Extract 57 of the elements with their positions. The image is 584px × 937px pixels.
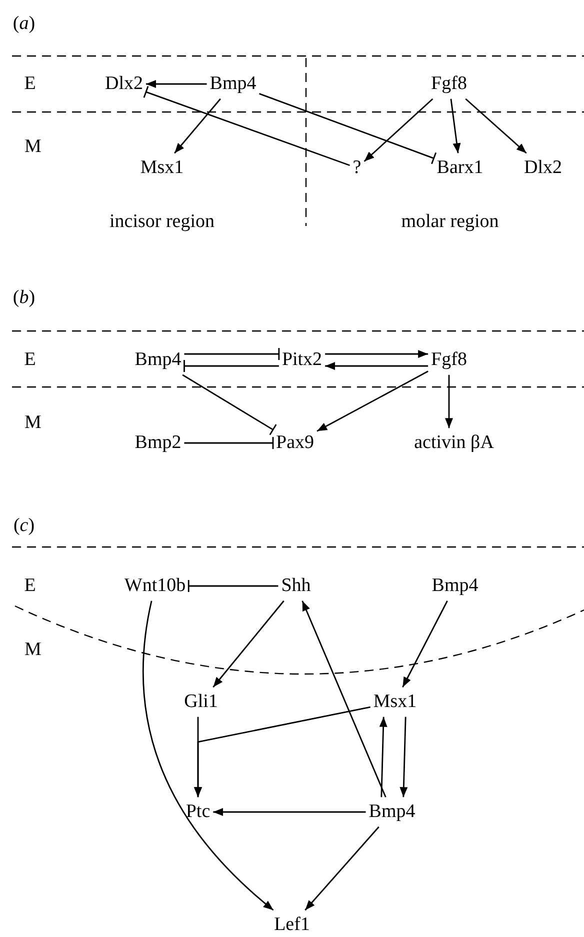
- region-label: (a): [12, 12, 36, 36]
- arrow: [325, 362, 428, 370]
- gene-label: ?: [352, 156, 362, 180]
- gene-label: Wnt10b: [124, 574, 186, 598]
- region-label: incisor region: [110, 210, 214, 234]
- gene-label: Dlx2: [524, 156, 562, 180]
- gene-label: Bmp2: [134, 431, 182, 455]
- arrow: [316, 370, 428, 432]
- arrow: [325, 350, 428, 358]
- inhibition-line: [182, 374, 277, 436]
- arrow: [450, 98, 461, 154]
- gene-label: Gli1: [184, 690, 218, 714]
- arrow: [379, 716, 388, 798]
- region-label: M: [24, 638, 42, 662]
- inhibition-line: [258, 93, 437, 165]
- inhibition-line: [184, 359, 279, 373]
- region-label: E: [24, 574, 36, 598]
- gene-label: Ptc: [186, 800, 210, 824]
- gene-label: Bmp4: [368, 800, 416, 824]
- gene-label: Dlx2: [105, 72, 143, 96]
- arrow: [364, 98, 434, 162]
- region-label: molar region: [401, 210, 499, 234]
- region-label: M: [24, 411, 42, 435]
- region-label: (b): [12, 286, 36, 310]
- inhibition-line: [188, 579, 278, 593]
- gene-label: Bmp4: [134, 348, 182, 372]
- gene-label: Fgf8: [431, 72, 467, 96]
- arrow: [302, 600, 386, 798]
- gene-label: Lef1: [274, 913, 310, 937]
- arrow: [146, 80, 207, 88]
- arrow: [445, 374, 453, 428]
- arrow: [174, 98, 221, 154]
- arrow: [212, 600, 284, 688]
- region-label: E: [24, 72, 36, 96]
- inhibition-line: [143, 86, 350, 166]
- region-label: M: [24, 135, 42, 159]
- gene-label: Pitx2: [282, 348, 322, 372]
- arrow: [304, 826, 380, 911]
- gene-label: Shh: [281, 574, 311, 598]
- gene-label: Barx1: [436, 156, 484, 180]
- gene-label: activin βA: [414, 431, 494, 455]
- inhibition-line: [184, 436, 274, 450]
- arrow: [400, 716, 408, 798]
- arrow: [465, 98, 527, 154]
- gene-label: Pax9: [276, 431, 314, 455]
- arrow: [213, 808, 366, 816]
- gene-label: Bmp4: [210, 72, 256, 96]
- arrow: [194, 706, 370, 798]
- gene-label: Fgf8: [431, 348, 467, 372]
- inhibition-line: [184, 347, 280, 361]
- gene-label: Msx1: [373, 690, 417, 714]
- gene-label: Msx1: [140, 156, 184, 180]
- region-label: E: [24, 348, 36, 372]
- region-label: (c): [13, 514, 35, 538]
- arrow: [402, 600, 448, 688]
- arrow: [142, 600, 274, 911]
- gene-label: Bmp4: [432, 574, 478, 598]
